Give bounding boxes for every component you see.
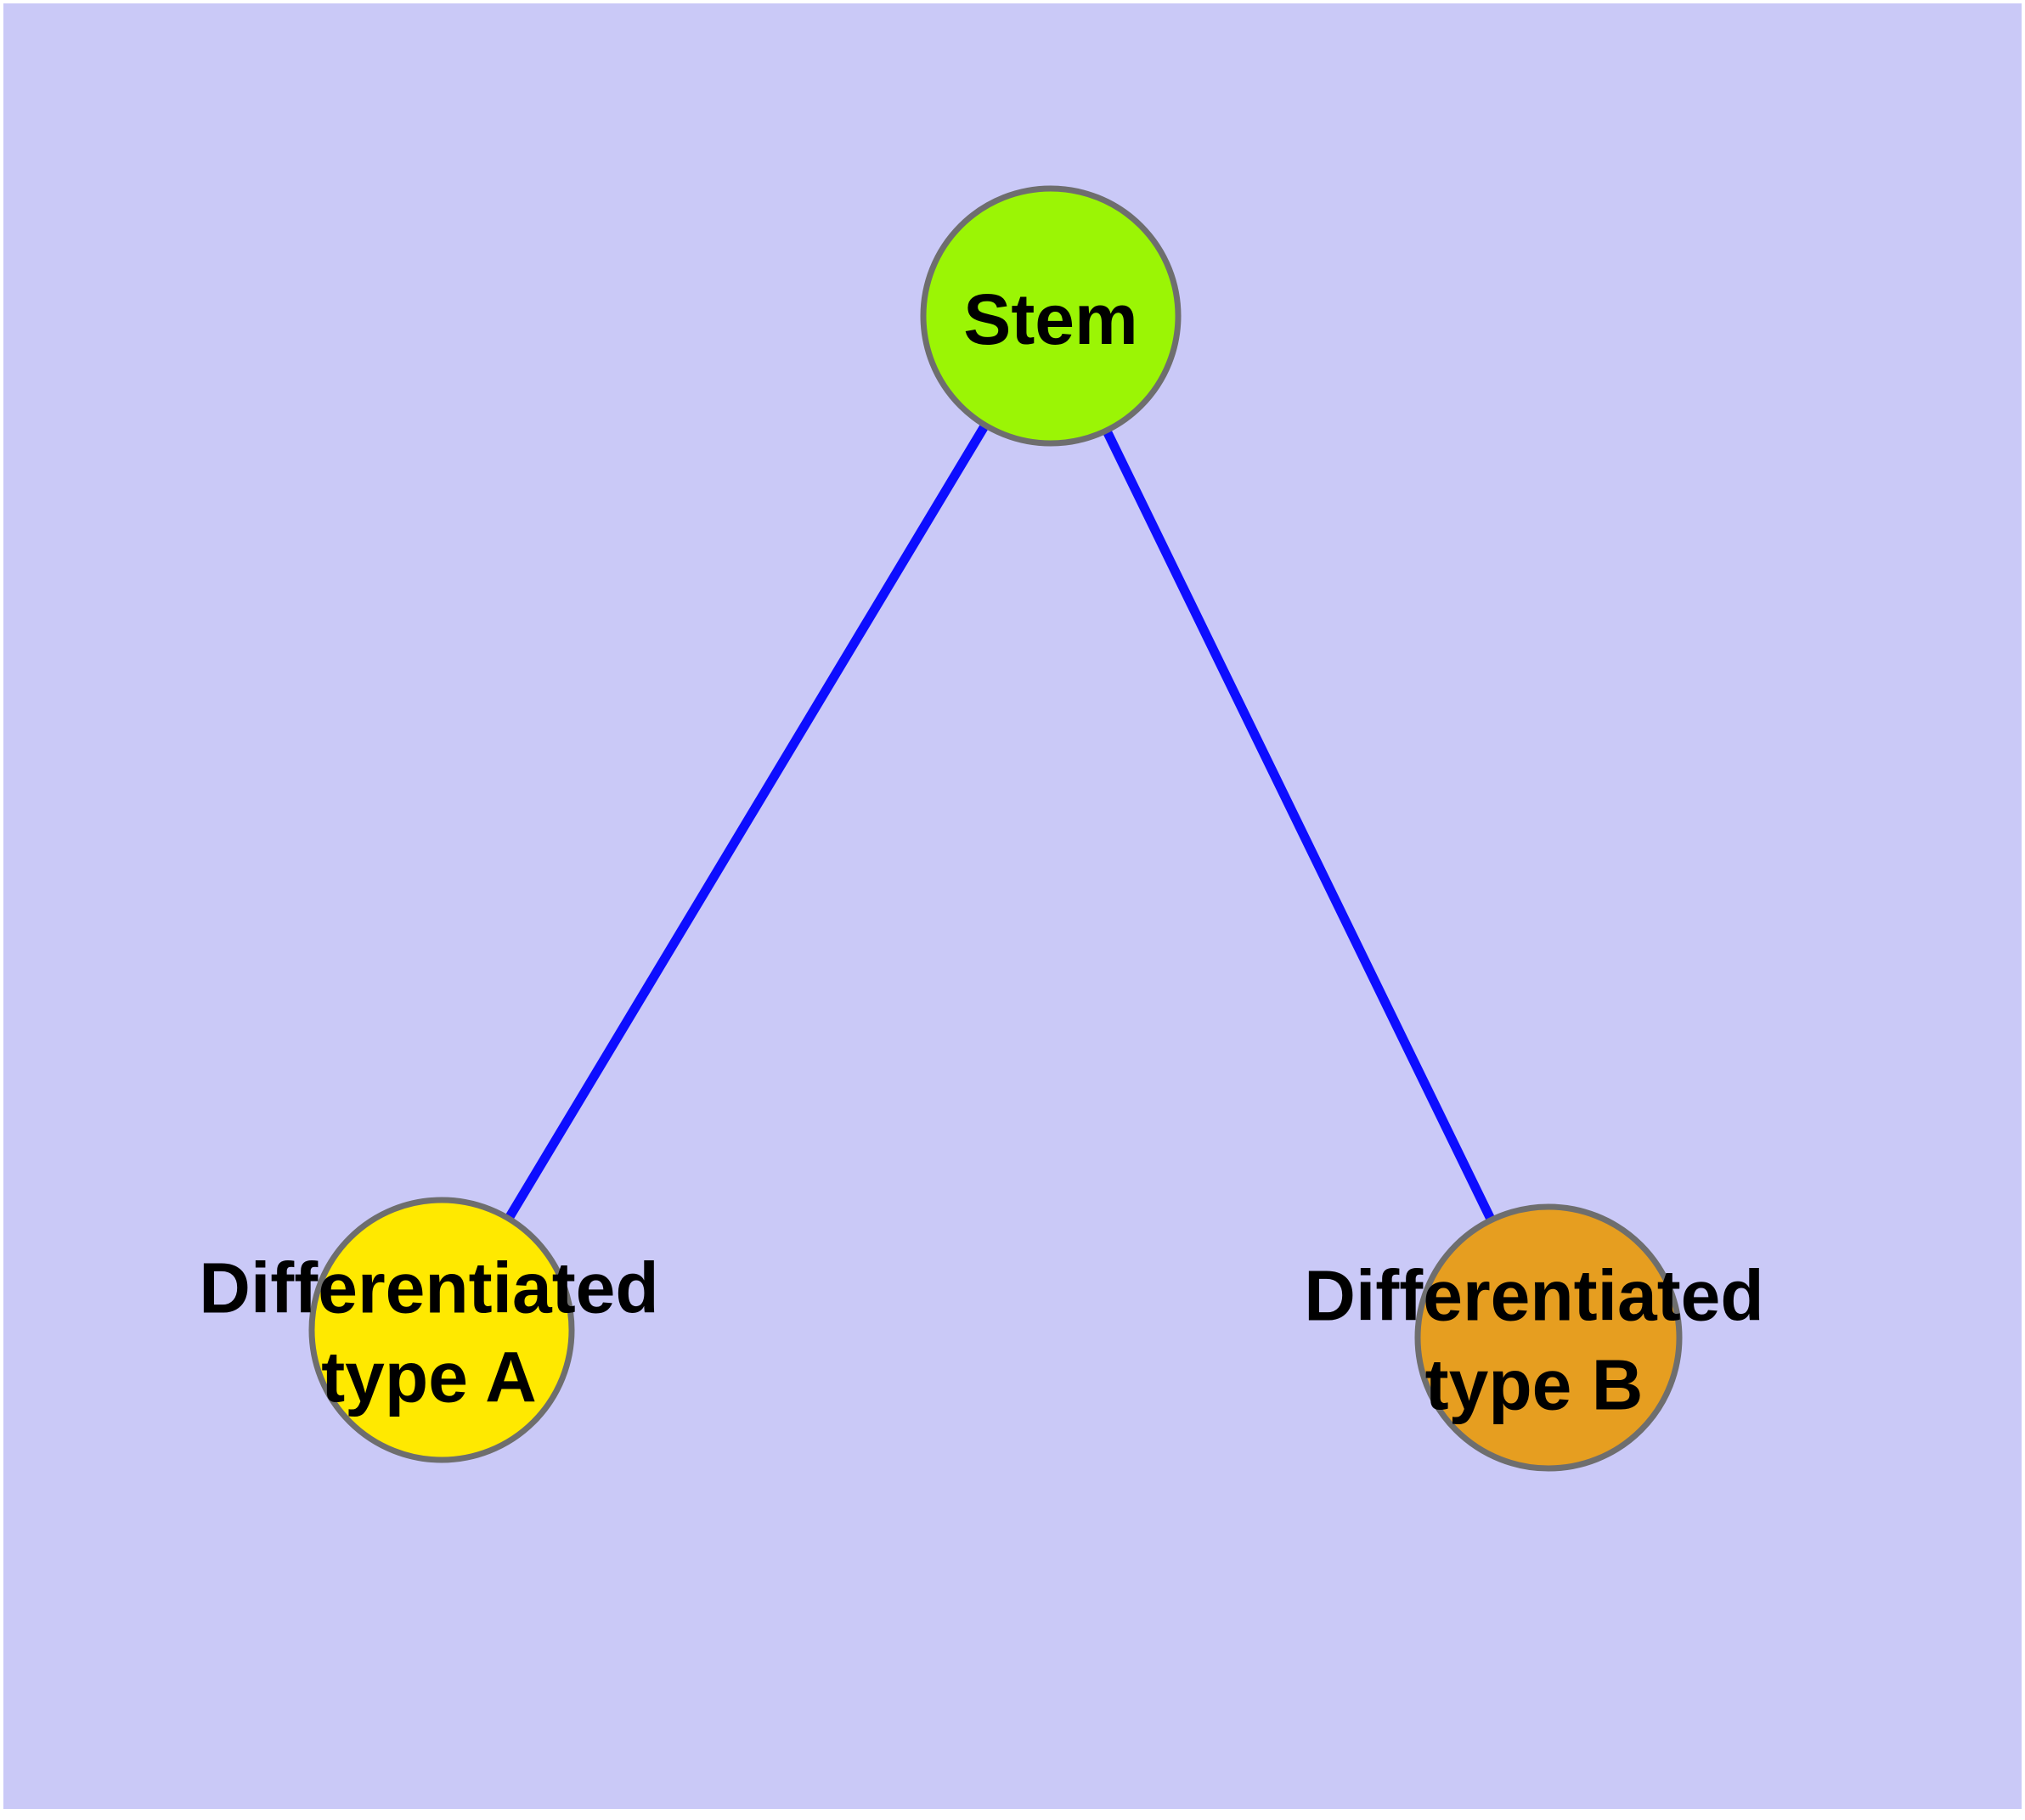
node-type-a [308,1197,575,1463]
node-label-type-b-line2: type B [1425,1345,1644,1425]
node-label-type-b-line1: Differentiated [1304,1256,1763,1336]
node-label-type-a-line2: type A [321,1338,537,1417]
node-label-stem-line1: Stem [963,279,1137,359]
node-type-b [1414,1203,1683,1472]
node-stem [920,185,1182,447]
edge-stem-type-a [437,313,1055,1333]
node-label-type-a-line1: Differentiated [199,1248,658,1328]
edge-stem-type-b [1046,313,1553,1340]
